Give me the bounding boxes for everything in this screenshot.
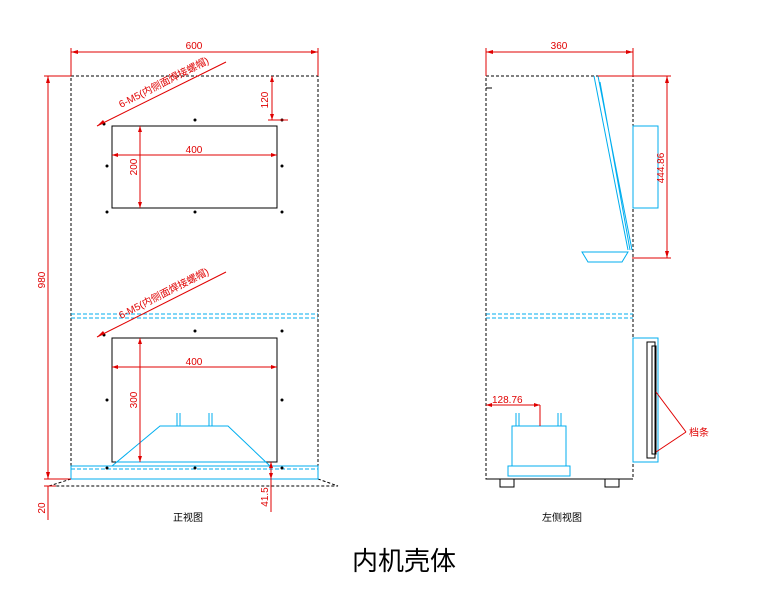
front-bottom-rail <box>70 465 319 480</box>
front-lower-bracket <box>111 425 271 467</box>
side-body-outline <box>485 75 634 480</box>
side-bottom-base <box>507 465 571 477</box>
note-lower-bolts: 6-M5(内侧面焊接螺帽) <box>116 265 211 322</box>
dim-upper-opening-height: 200 <box>129 158 140 175</box>
side-foot-left <box>499 478 515 488</box>
side-right-panel <box>632 125 659 209</box>
dim-front-bottom: 20 <box>37 502 48 514</box>
dim-lower-opening-height: 300 <box>129 391 140 408</box>
note-upper-bolts: 6-M5(内侧面焊接螺帽) <box>116 54 211 111</box>
side-stop-strip-core <box>651 345 657 455</box>
caption-front-view: 正视图 <box>173 511 203 524</box>
side-view: 360 444.86 128.76 档条 左侧视图 <box>485 41 709 524</box>
diagram-title: 内机壳体 <box>352 547 456 577</box>
side-panel-foot <box>581 251 629 263</box>
dim-front-base-offset: 41.5 <box>260 487 271 507</box>
dim-side-panel-height: 444.86 <box>656 152 667 183</box>
dim-side-depth: 360 <box>551 41 568 52</box>
front-upper-opening <box>111 125 278 209</box>
side-bottom-box <box>511 425 567 467</box>
dim-front-top-offset: 120 <box>260 91 271 108</box>
dim-side-inner-offset: 128.76 <box>492 395 523 406</box>
side-slanted-panel <box>593 75 633 251</box>
side-foot-right <box>604 478 620 488</box>
dim-upper-opening-width: 400 <box>186 145 203 156</box>
caption-side-view: 左侧视图 <box>542 511 582 524</box>
note-stop-strip: 档条 <box>689 426 709 439</box>
front-view: 600 980 20 120 400 200 400 300 <box>37 41 339 524</box>
dim-lower-opening-width: 400 <box>186 357 203 368</box>
side-stop-strip-outer <box>632 337 659 463</box>
side-stop-strip-inner <box>646 341 656 459</box>
front-base-plate <box>48 478 339 487</box>
dim-front-width: 600 <box>186 41 203 52</box>
dim-front-height: 980 <box>37 271 48 288</box>
